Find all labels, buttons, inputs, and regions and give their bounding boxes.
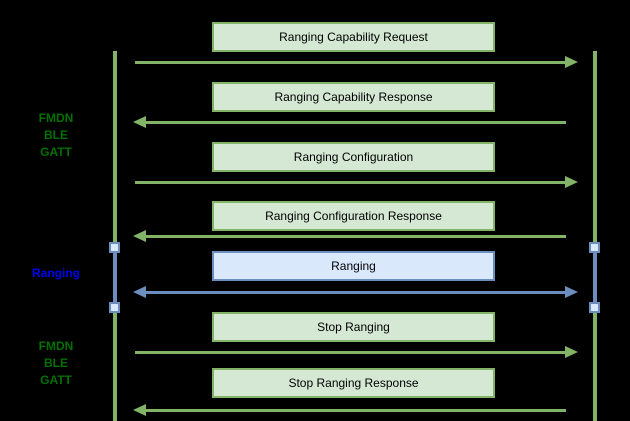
message-box-stop-ranging-response: Stop Ranging Response: [212, 368, 495, 398]
arrow-right: [133, 346, 578, 359]
side-label-line: FMDN: [38, 111, 74, 125]
message-box-ranging: Ranging: [212, 251, 495, 281]
side-label-line: BLE: [44, 356, 68, 370]
right-ranging-session-segment: [593, 247, 597, 308]
arrow-line: [135, 61, 565, 64]
left-ranging-session-segment: [113, 247, 117, 308]
arrowhead-left-icon: [133, 404, 146, 416]
message-label: Ranging Capability Response: [274, 90, 433, 104]
side-label-line: Ranging: [32, 266, 80, 280]
message-label: Ranging Configuration Response: [265, 209, 442, 223]
arrowhead-left-icon: [133, 116, 146, 128]
arrowhead-left-icon: [133, 286, 146, 298]
side-label-fmdn-ble-gatt-bottom: FMDN BLE GATT: [16, 338, 96, 389]
message-box-stop-ranging: Stop Ranging: [212, 312, 495, 342]
arrow-line: [146, 409, 566, 412]
message-label: Ranging: [331, 259, 376, 273]
session-endpoint-marker: [589, 302, 600, 313]
side-label-ranging: Ranging: [16, 266, 96, 280]
message-label: Stop Ranging: [317, 320, 390, 334]
side-label-line: BLE: [44, 128, 68, 142]
arrow-line: [146, 121, 566, 124]
message-box-ranging-configuration-response: Ranging Configuration Response: [212, 201, 495, 231]
side-label-fmdn-ble-gatt-top: FMDN BLE GATT: [16, 110, 96, 161]
session-endpoint-marker: [109, 302, 120, 313]
arrowhead-right-icon: [565, 56, 578, 68]
message-box-ranging-capability-response: Ranging Capability Response: [212, 82, 495, 112]
arrow-bidirectional: [133, 286, 578, 299]
arrowhead-right-icon: [565, 286, 578, 298]
side-label-line: GATT: [40, 145, 72, 159]
arrow-line: [135, 181, 565, 184]
arrow-right: [133, 56, 578, 69]
right-lifeline: [593, 51, 597, 421]
arrow-line: [135, 351, 565, 354]
session-endpoint-marker: [109, 242, 120, 253]
message-label: Stop Ranging Response: [288, 376, 419, 390]
arrow-line: [146, 291, 565, 294]
message-label: Ranging Capability Request: [279, 30, 428, 44]
arrow-left: [133, 230, 578, 243]
arrow-left: [133, 404, 578, 417]
side-label-line: FMDN: [38, 339, 74, 353]
side-label-line: GATT: [40, 373, 72, 387]
arrow-left: [133, 116, 578, 129]
left-lifeline: [113, 51, 117, 421]
message-box-ranging-capability-request: Ranging Capability Request: [212, 22, 495, 52]
arrowhead-right-icon: [565, 176, 578, 188]
arrow-line: [146, 235, 566, 238]
arrowhead-right-icon: [565, 346, 578, 358]
session-endpoint-marker: [589, 242, 600, 253]
arrowhead-left-icon: [133, 230, 146, 242]
message-box-ranging-configuration: Ranging Configuration: [212, 142, 495, 172]
arrow-right: [133, 176, 578, 189]
message-label: Ranging Configuration: [293, 150, 414, 164]
